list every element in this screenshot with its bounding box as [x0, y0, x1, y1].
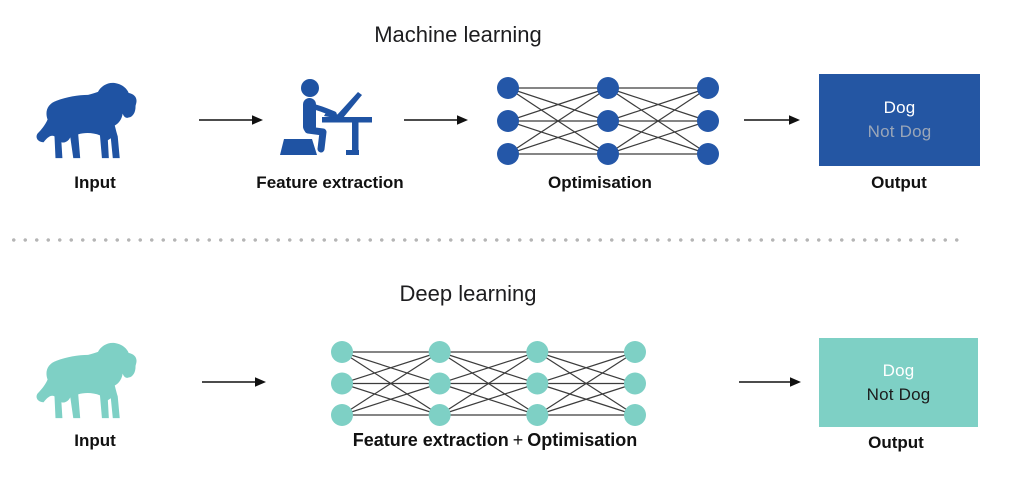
dl-pipeline-label: Feature extraction+Optimisation: [353, 430, 638, 451]
machine-learning-title: Machine learning: [374, 22, 542, 47]
ml-neural-network: [497, 77, 719, 165]
dl-pipeline-plus-text: +: [512, 430, 524, 450]
right-arrow-icon: [199, 115, 263, 125]
dl-pipeline-feature-text: Feature extraction: [352, 430, 509, 450]
dl-input-label: Input: [74, 431, 116, 450]
right-arrow-icon: [202, 377, 266, 387]
dl-output-notdog-text: Not Dog: [866, 384, 931, 404]
right-arrow-icon: [404, 115, 468, 125]
ml-input-label: Input: [74, 173, 116, 192]
dl-output-dog-text: Dog: [882, 360, 915, 380]
ml-feature-extraction-label: Feature extraction: [256, 173, 404, 192]
right-arrow-icon: [739, 377, 801, 387]
dl-neural-network: [331, 341, 646, 426]
ml-output-notdog-text: Not Dog: [867, 122, 932, 141]
dl-output-label: Output: [868, 433, 924, 452]
dl-pipeline-optimisation-text: Optimisation: [527, 430, 638, 450]
right-arrow-icon: [744, 115, 800, 125]
dotted-divider: [8, 237, 966, 243]
ml-optimisation-label: Optimisation: [548, 173, 652, 192]
dog-silhouette-icon: [36, 342, 137, 419]
ml-output-label: Output: [871, 173, 927, 192]
dog-silhouette-icon: [36, 82, 137, 159]
person-at-computer-icon: [280, 79, 372, 155]
deep-learning-title: Deep learning: [399, 281, 537, 306]
dl-output-box: Dog Not Dog: [819, 338, 978, 427]
ml-output-dog-text: Dog: [883, 98, 916, 117]
ml-output-box: Dog Not Dog: [819, 74, 980, 166]
